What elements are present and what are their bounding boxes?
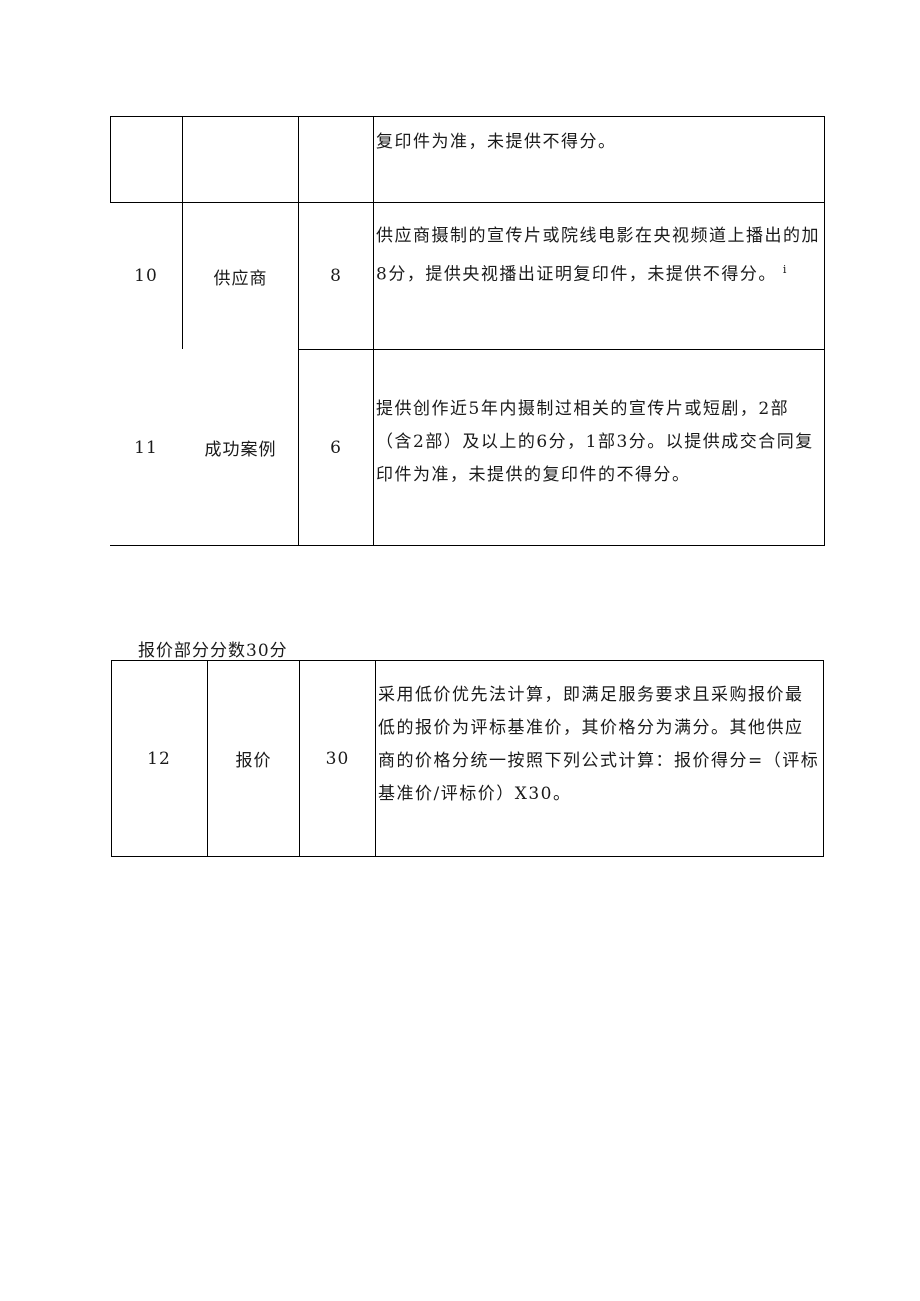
table-border-left xyxy=(111,660,112,857)
table-border-right xyxy=(824,116,825,545)
table-divider xyxy=(298,116,299,545)
criteria-cell: 复印件为准，未提供不得分。 xyxy=(376,132,617,152)
table-border-bottom xyxy=(111,856,824,857)
row-number: 10 xyxy=(134,266,158,286)
criteria-cell: 提供创作近5年内摄制过相关的宣传片或短剧，2部（含2部）及以上的6分，1部3分。… xyxy=(376,399,814,485)
item-name: 供应商 xyxy=(213,268,268,289)
row-number: 11 xyxy=(134,437,158,458)
row-number: 12 xyxy=(147,748,171,769)
section-title: 报价部分分数30分 xyxy=(138,641,288,661)
item-name: 报价 xyxy=(235,751,272,771)
score-value: 8 xyxy=(330,266,342,286)
table-divider xyxy=(299,660,300,857)
footnote-marker: i xyxy=(782,263,787,276)
table-border-bottom xyxy=(110,545,825,546)
table-divider xyxy=(375,660,376,857)
item-name: 成功案例 xyxy=(204,440,277,460)
criteria-cell: 采用低价优先法计算，即满足服务要求且采购报价最低的报价为评标基准价，其价格分为满… xyxy=(378,685,820,804)
table-border-top xyxy=(110,116,825,117)
table-border-left xyxy=(110,116,111,202)
table-divider xyxy=(298,349,825,350)
criteria-cell: 供应商摄制的宣传片或院线电影在央视频道上播出的加8分，提供央视播出证明复印件，未… xyxy=(376,220,822,292)
table-divider xyxy=(373,116,374,545)
table-divider xyxy=(207,660,208,857)
table-border-top xyxy=(111,660,824,661)
score-value: 30 xyxy=(325,748,350,769)
table-divider xyxy=(182,116,183,349)
table-border-right xyxy=(823,660,824,857)
criteria-text: 供应商摄制的宣传片或院线电影在央视频道上播出的加8分，提供央视播出证明复印件，未… xyxy=(376,226,820,285)
score-value: 6 xyxy=(330,437,342,458)
table-divider xyxy=(110,202,825,203)
